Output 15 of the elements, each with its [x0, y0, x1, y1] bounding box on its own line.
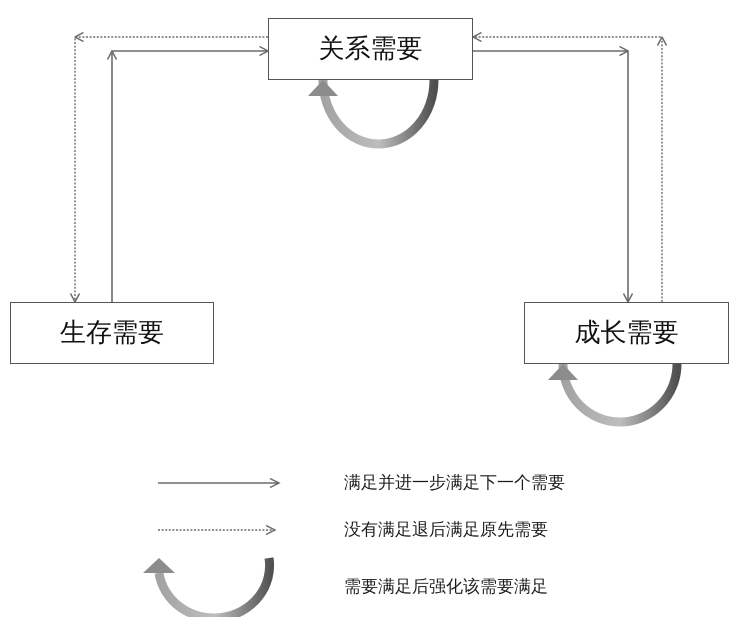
curved-arrow: [549, 364, 682, 426]
legend-text: 需要满足后强化该需要满足: [344, 576, 548, 598]
arrow: [107, 46, 268, 302]
process-box: [10, 302, 214, 364]
node-label: 关系需要: [318, 34, 422, 64]
curved-arrow: [308, 80, 438, 148]
arrow: [473, 46, 634, 302]
node-label: 生存需要: [60, 318, 164, 348]
process-box: [524, 302, 729, 364]
legend-text: 没有满足退后满足原先需要: [344, 519, 548, 541]
node-label: 成长需要: [574, 318, 678, 348]
arrow: [70, 32, 268, 302]
legend-text: 满足并进一步满足下一个需要: [344, 472, 565, 494]
arrow: [473, 32, 667, 302]
process-box: [268, 18, 473, 80]
